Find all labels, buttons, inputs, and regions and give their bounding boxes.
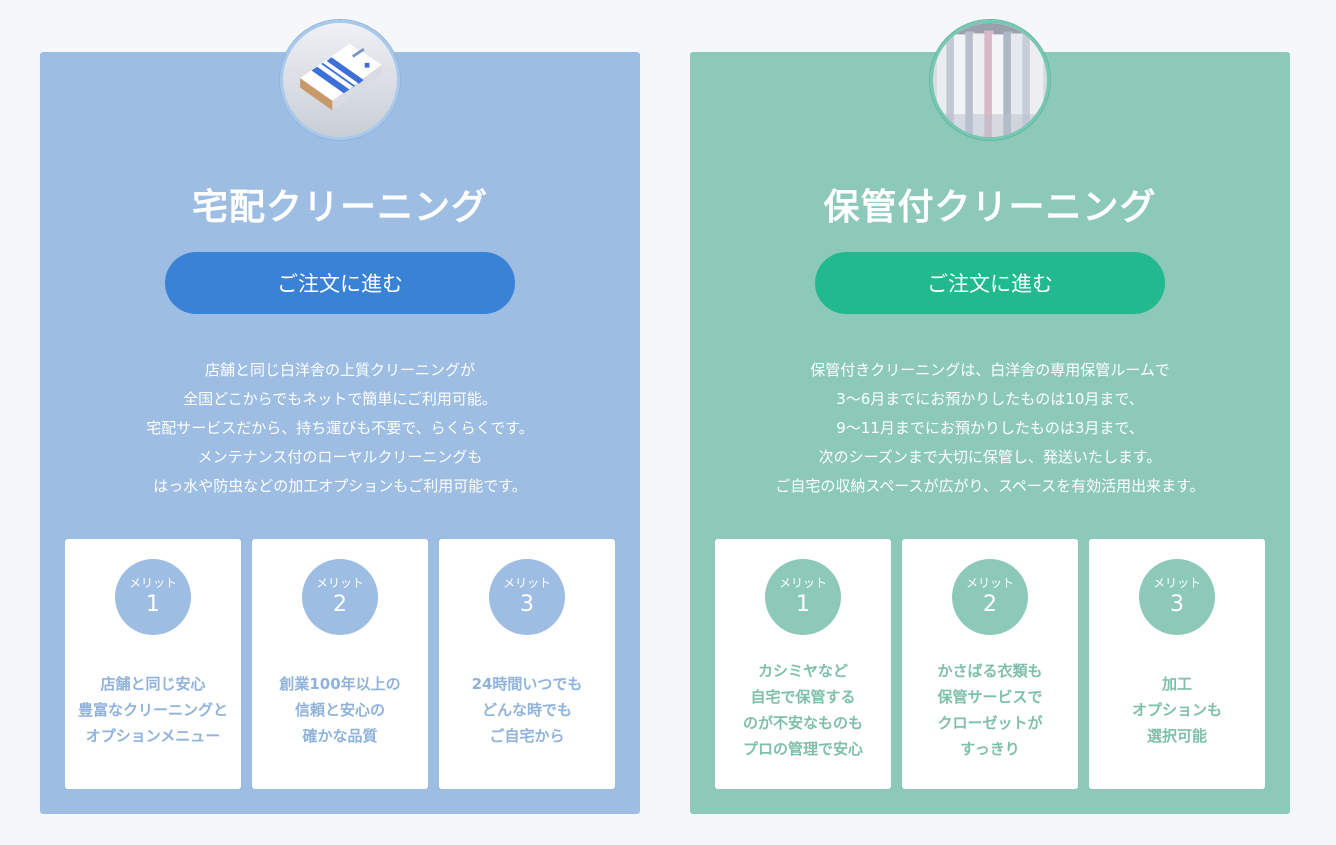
merit-card: メリット 2 かさばる衣類も 保管サービスで クローゼットが すっきり [902, 539, 1078, 789]
merit-text-line: 店舗と同じ安心 [100, 675, 206, 693]
merit-badge-number: 3 [520, 592, 534, 617]
merit-badge: メリット 1 [115, 559, 191, 635]
merit-text-line: 選択可能 [1146, 727, 1207, 745]
service-description: 店舗と同じ白洋舎の上質クリーニングが 全国どこからでもネットで簡単にご利用可能。… [40, 356, 640, 501]
delivery-box-image [283, 23, 397, 137]
merit-card: メリット 1 カシミヤなど 自宅で保管する のが不安なものも プロの管理で安心 [715, 539, 891, 789]
description-line: 宅配サービスだから、持ち運びも不要で、らくらくです。 [146, 419, 534, 437]
merit-text: 店舗と同じ安心 豊富なクリーニングと オプションメニュー [65, 635, 241, 785]
merit-text-line: 豊富なクリーニングと [77, 701, 228, 719]
description-line: 3〜6月までにお預かりしたものは10月まで、 [836, 390, 1144, 408]
merit-list: メリット 1 店舗と同じ安心 豊富なクリーニングと オプションメニュー メリット… [65, 539, 615, 789]
merit-badge: メリット 3 [1139, 559, 1215, 635]
merit-badge-number: 3 [1170, 592, 1184, 617]
merit-text: 24時間いつでも どんな時でも ご自宅から [439, 635, 615, 785]
description-line: メンテナンス付のローヤルクリーニングも [197, 448, 483, 466]
merit-card: メリット 1 店舗と同じ安心 豊富なクリーニングと オプションメニュー [65, 539, 241, 789]
hanging-clothes-photo [930, 20, 1050, 140]
order-button[interactable]: ご注文に進む [165, 252, 515, 314]
merit-badge-number: 2 [333, 592, 347, 617]
merit-badge: メリット 2 [302, 559, 378, 635]
merit-badge: メリット 3 [489, 559, 565, 635]
merit-text-line: 信頼と安心の [294, 701, 385, 719]
hanging-clothes-image [933, 23, 1047, 137]
merit-text-line: カシミヤなど [757, 662, 848, 680]
merit-text-line: 保管サービスで [937, 688, 1043, 706]
merit-badge-label: メリット [502, 576, 551, 590]
service-description: 保管付きクリーニングは、白洋舎の専用保管ルームで 3〜6月までにお預かりしたもの… [690, 356, 1290, 501]
merit-card: メリット 3 24時間いつでも どんな時でも ご自宅から [439, 539, 615, 789]
merit-badge-label: メリット [128, 576, 177, 590]
merit-badge-label: メリット [965, 576, 1014, 590]
merit-text-line: オプションも [1131, 701, 1222, 719]
merit-badge-label: メリット [1152, 576, 1201, 590]
description-line: 保管付きクリーニングは、白洋舎の専用保管ルームで [810, 361, 1170, 379]
merit-badge: メリット 2 [952, 559, 1028, 635]
merit-badge-label: メリット [315, 576, 364, 590]
description-line: 全国どこからでもネットで簡単にご利用可能。 [183, 390, 497, 408]
service-title: 宅配クリーニング [191, 187, 488, 228]
merit-text-line: どんな時でも [481, 701, 572, 719]
delivery-box-photo [280, 20, 400, 140]
description-line: ご自宅の収納スペースが広がり、スペースを有効活用出来ます。 [775, 477, 1205, 495]
merit-text-line: クローゼットが [937, 714, 1043, 732]
merit-badge-number: 2 [983, 592, 997, 617]
merit-text: かさばる衣類も 保管サービスで クローゼットが すっきり [902, 635, 1078, 785]
merit-text-line: のが不安なものも [742, 714, 863, 732]
merit-badge-number: 1 [146, 592, 160, 617]
merit-text-line: オプションメニュー [85, 727, 221, 745]
merit-list: メリット 1 カシミヤなど 自宅で保管する のが不安なものも プロの管理で安心 … [715, 539, 1265, 789]
merit-text: 創業100年以上の 信頼と安心の 確かな品質 [252, 635, 428, 785]
merit-card: メリット 3 加工 オプションも 選択可能 [1089, 539, 1265, 789]
merit-text-line: 24時間いつでも [471, 675, 583, 693]
description-line: はっ水や防虫などの加工オプションもご利用可能です。 [153, 477, 527, 495]
merit-badge-number: 1 [796, 592, 810, 617]
merit-text-line: 加工 [1161, 675, 1192, 693]
merit-text-line: かさばる衣類も [937, 662, 1043, 680]
merit-text: カシミヤなど 自宅で保管する のが不安なものも プロの管理で安心 [715, 635, 891, 785]
description-line: 店舗と同じ白洋舎の上質クリーニングが [204, 361, 475, 379]
delivery-cleaning-panel: 宅配クリーニング ご注文に進む 店舗と同じ白洋舎の上質クリーニングが 全国どこか… [40, 20, 640, 814]
description-line: 次のシーズンまで大切に保管し、発送いたします。 [818, 448, 1162, 466]
merit-card: メリット 2 創業100年以上の 信頼と安心の 確かな品質 [252, 539, 428, 789]
description-line: 9〜11月までにお預かりしたものは3月まで、 [836, 419, 1144, 437]
merit-badge-label: メリット [778, 576, 827, 590]
merit-text-line: ご自宅から [489, 727, 565, 745]
merit-text-line: 自宅で保管する [750, 688, 856, 706]
merit-badge: メリット 1 [765, 559, 841, 635]
merit-text-line: プロの管理で安心 [742, 740, 863, 758]
merit-text-line: 創業100年以上の [279, 675, 401, 693]
merit-text: 加工 オプションも 選択可能 [1089, 635, 1265, 785]
service-title: 保管付クリーニング [823, 187, 1157, 228]
merit-text-line: すっきり [960, 740, 1020, 758]
merit-text-line: 確かな品質 [302, 727, 378, 745]
storage-cleaning-panel: 保管付クリーニング ご注文に進む 保管付きクリーニングは、白洋舎の専用保管ルーム… [690, 20, 1290, 814]
order-button[interactable]: ご注文に進む [815, 252, 1165, 314]
